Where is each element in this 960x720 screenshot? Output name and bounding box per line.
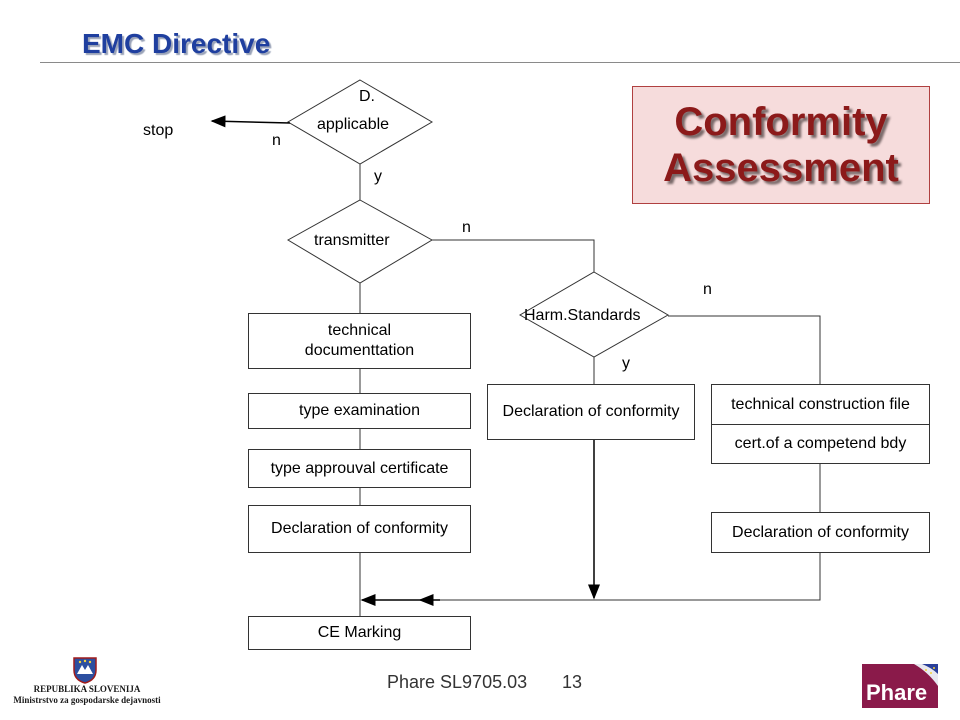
left-declaration-box: Declaration of conformity — [248, 505, 471, 553]
decision-applicable-line2: applicable — [317, 116, 390, 133]
branch-n-harm: n — [703, 281, 712, 298]
slovenia-line2: Ministrstvo za gospodarske dejavnosti — [13, 695, 161, 705]
branch-y-applicable: y — [374, 168, 382, 185]
phare-logo-text: Phare — [866, 680, 928, 705]
phare-logo: Phare — [862, 664, 938, 708]
page-number: 13 — [562, 672, 583, 692]
type-examination-box: type examination — [248, 393, 471, 429]
branch-n-transmitter: n — [462, 219, 471, 236]
technical-documentation-box: technical documenttation — [248, 313, 471, 369]
type-approval-box: type approuval certificate — [248, 449, 471, 488]
branch-y-harm: y — [622, 355, 630, 372]
middle-declaration-box: Declaration of conformity — [487, 384, 695, 440]
conformity-assessment-line2: Assessment — [663, 146, 899, 190]
branch-n-applicable: n — [272, 132, 281, 149]
footer-text: Phare SL9705.03 — [387, 672, 528, 692]
decision-harm-label: Harm.Standards — [524, 307, 641, 324]
decision-applicable-line1: D. — [359, 88, 375, 105]
right-declaration-box: Declaration of conformity — [711, 512, 930, 553]
conformity-assessment-box: Conformity Assessment — [632, 86, 930, 204]
technical-documentation-line1: technical — [327, 322, 392, 339]
technical-construction-file-box: technical construction file — [711, 384, 930, 425]
technical-documentation-line2: documenttation — [304, 342, 415, 359]
slovenia-coat-of-arms-icon — [73, 657, 97, 684]
stop-label: stop — [143, 122, 174, 139]
slovenia-line1: REPUBLIKA SLOVENIJA — [33, 684, 141, 694]
ce-marking-box: CE Marking — [248, 616, 471, 650]
slide-title: EMC Directive — [82, 28, 271, 59]
phare-swoosh-icon — [914, 664, 938, 686]
competent-body-box: cert.of a competend bdy — [711, 424, 930, 464]
decision-transmitter-label: transmitter — [314, 232, 390, 249]
conformity-assessment-line1: Conformity — [674, 100, 888, 144]
slovenia-ministry-caption: REPUBLIKA SLOVENIJA Ministrstvo za gospo… — [12, 684, 162, 706]
title-divider — [40, 62, 960, 63]
